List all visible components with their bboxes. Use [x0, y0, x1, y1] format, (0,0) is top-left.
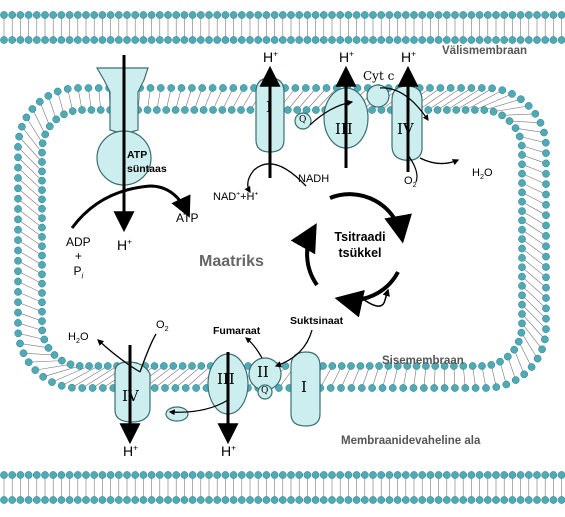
atp-synthase-label: ATP süntaas	[127, 149, 167, 176]
complex-1-top-label: I	[266, 100, 272, 115]
nadh-label: NADH	[298, 174, 329, 185]
outer-membrane-bottom	[0, 471, 565, 503]
atp-synthase-line-2: süntaas	[127, 163, 167, 177]
outer-membrane-top	[0, 11, 565, 43]
complex-4-bottom-label: IV	[122, 389, 139, 404]
proton-label: H+	[117, 238, 132, 252]
proton-label: H+	[401, 50, 416, 64]
citric-acid-cycle-label: Tsitraadi tsükkel	[322, 230, 398, 261]
o2-bottom-label: O2	[156, 320, 169, 331]
plus-label: +	[66, 249, 91, 263]
atp-synthase-line-1: ATP	[127, 149, 167, 163]
proton-label: H+	[263, 50, 278, 64]
complex-4-top-label: IV	[397, 122, 414, 137]
fumarate-label: Fumaraat	[213, 326, 260, 337]
adp-pi-label: ADP + Pi	[66, 235, 91, 278]
proton-label: H+	[221, 444, 236, 458]
complex-2-label: II	[257, 365, 269, 380]
proton-label: H+	[339, 50, 354, 64]
complex-3-bottom-label: III	[217, 372, 235, 387]
h2o-top-label: H2O	[472, 168, 493, 179]
cycle-line-1: Tsitraadi	[322, 230, 398, 246]
intermembrane-space-label: Membraanidevaheline ala	[341, 436, 480, 448]
q-bottom-label: Q	[261, 387, 268, 396]
succinate-label: Suktsinaat	[290, 316, 343, 327]
cycle-line-2: tsükkel	[322, 246, 398, 262]
atp-label: ATP	[176, 212, 198, 224]
matrix-label: Maatriks	[199, 254, 264, 270]
pi-label: Pi	[66, 264, 91, 278]
complex-1-bottom-label: I	[301, 380, 307, 395]
cytc-bottom	[166, 407, 188, 421]
proton-label: H+	[123, 444, 138, 458]
q-top-label: Q	[299, 116, 306, 125]
outer-membrane-label: Välismembraan	[442, 46, 527, 58]
cytc-label: Cyt c	[363, 70, 394, 82]
complex-3-top-label: III	[335, 122, 353, 137]
adp-label: ADP	[66, 235, 91, 249]
o2-top-label: O2	[404, 176, 417, 187]
inner-membrane-label: Sisemembraan	[382, 356, 464, 368]
nad-label: NAD++H+	[213, 192, 258, 203]
h2o-bottom-label: H2O	[68, 332, 89, 343]
